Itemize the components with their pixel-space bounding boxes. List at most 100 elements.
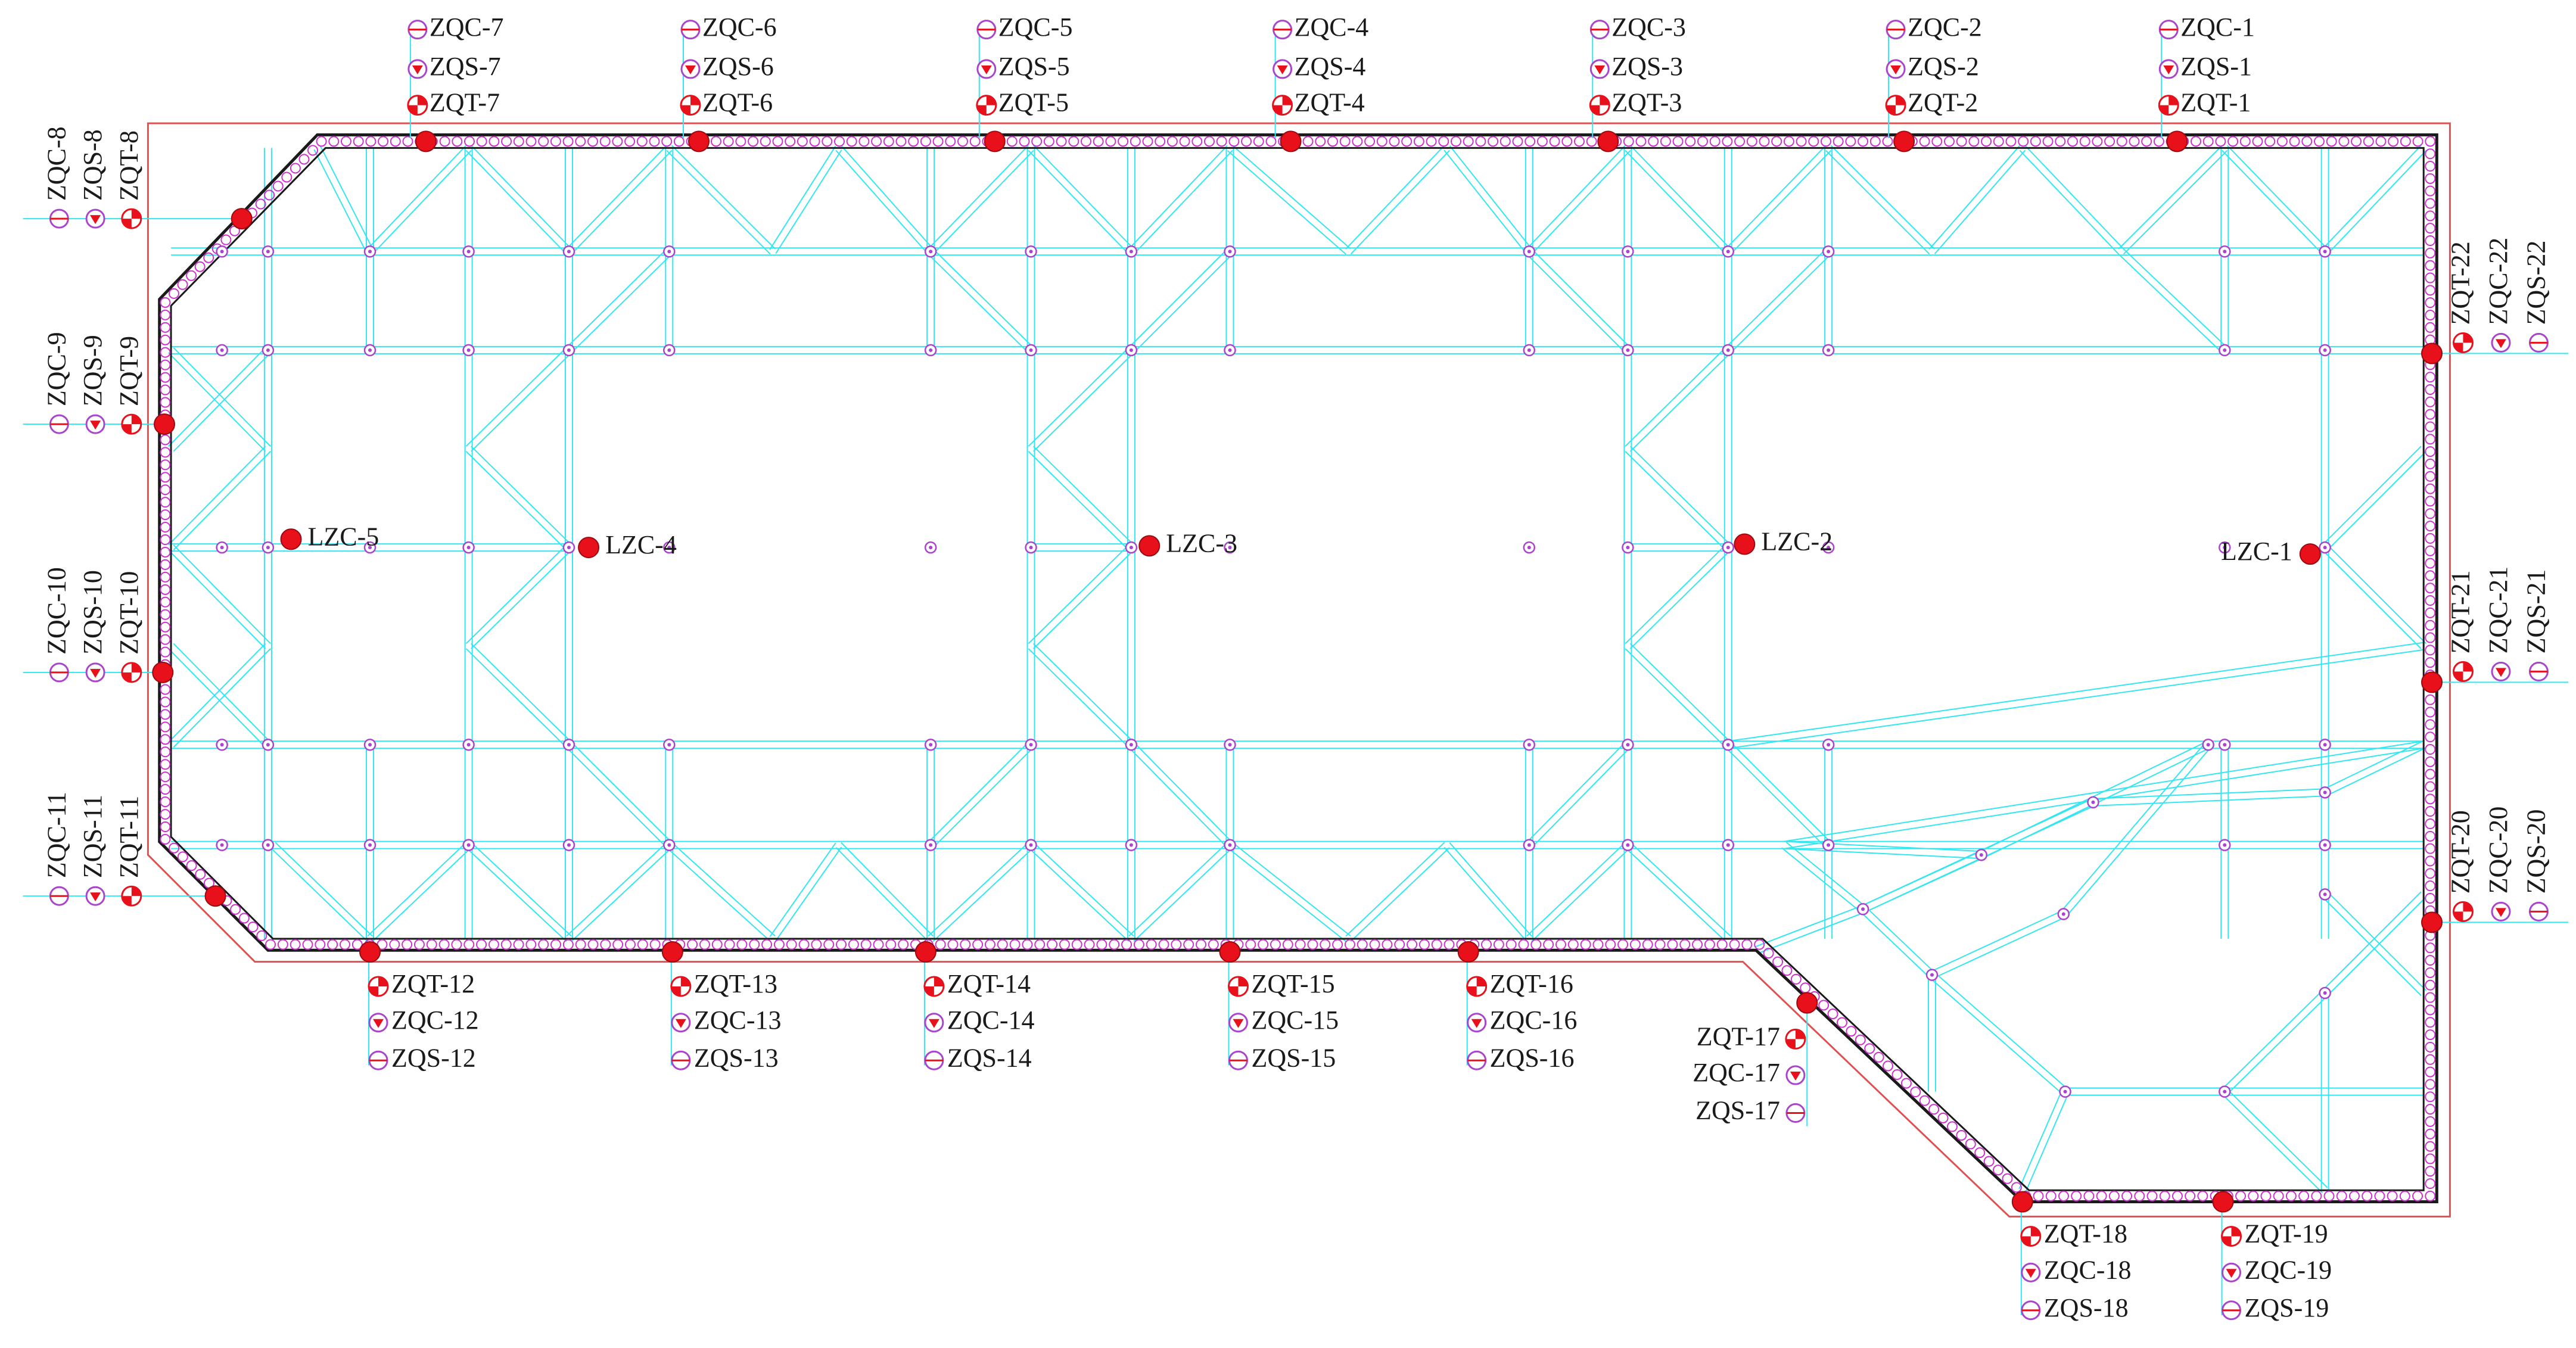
wall-pile [2273,1190,2284,1201]
wall-pile [1034,939,1046,950]
strut-node-center [1129,348,1133,352]
wall-pile [773,939,785,950]
strut-node-center [929,250,933,254]
wall-pile [525,939,537,950]
wall-pile [2425,210,2436,222]
corner-strut [1133,742,1233,843]
wall-pile [1605,939,1616,950]
zqt-symbol-q3 [976,105,987,115]
truss-strut [2327,891,2427,991]
wall-pile [2425,508,2436,519]
wall-pile [2425,173,2436,184]
label-zqt-16: ZQT-16 [1490,969,1573,998]
strut-node-center [567,250,571,254]
wall-pile [1118,136,1129,147]
zqt-symbol-q1 [1476,977,1486,986]
wall-pile [2425,1190,2436,1201]
zqc-marker [1785,1103,1806,1123]
wall-pile [2425,235,2436,246]
truss-strut [1781,847,1861,913]
wall-pile [1245,939,1256,950]
wall-pile [1382,939,1393,950]
label-zqt-20: ZQT-20 [2446,810,2475,894]
wall-pile [1344,939,1355,950]
label-zqc-1: ZQC-1 [2180,13,2255,42]
truss-strut [1754,905,1862,948]
zqt-symbol-q1 [131,886,141,896]
wall-pile [2374,1190,2385,1201]
wall-pile [2362,1190,2373,1201]
wall-pile [302,939,313,950]
wall-pile [476,136,487,147]
zqs-symbol-arrow [412,65,423,74]
strut-node-center [220,546,224,550]
wall-pile [2033,1190,2044,1201]
label-zqc-19: ZQC-19 [2245,1255,2332,1284]
zqs-symbol-arrow [1594,65,1606,74]
strut-node-center [1228,348,1232,352]
corner-strut [1531,746,1631,848]
wall-pile [649,136,660,147]
diagonal-strut [932,847,1034,942]
zqt-marker [2221,1226,2242,1247]
wall-pile [2045,1190,2057,1201]
wall-pile [1394,939,1405,950]
wall-pile [255,198,266,210]
wall-pile [957,136,968,147]
diagonal-strut [1449,842,1533,937]
wall-pile [327,939,338,950]
wall-pile [972,939,984,950]
wall-pile [1946,1121,1958,1132]
chevron-strut [1033,549,1134,649]
truss-strut [2060,742,2206,913]
wall-pile [1389,136,1400,147]
wall-pile [612,136,623,147]
wall-pile [2252,136,2263,147]
label-zqc-6: ZQC-6 [702,13,777,42]
diagonal-strut [2226,145,2328,250]
zqt-marker [1785,1028,1806,1050]
wall-pile [1352,136,1363,147]
zqt-symbol-q1 [1896,95,1906,105]
diagonal-strut [671,145,776,250]
truss-strut [2226,1088,2328,1188]
zqs-marker [1228,1013,1248,1033]
wall-pile [883,136,894,147]
strut-node-center [1129,546,1133,550]
wall-pile [2425,793,2436,805]
zqt-symbol-q1 [1600,95,1610,105]
wall-pile [2326,136,2337,147]
wall-pile [798,939,810,950]
strut-node-center [1726,843,1730,847]
wall-pile [1692,939,1703,950]
diagonal-strut [928,842,1029,937]
wall-pile [860,939,872,950]
wall-pile [1734,136,1746,147]
chevron-strut [1028,347,1130,447]
zqt-symbol-q3 [2453,911,2463,922]
wall-pile [1983,1156,1995,1167]
wall-pile [256,930,267,941]
corner-strut [173,352,271,452]
diagonal-strut [2222,150,2323,255]
wall-pile [1315,136,1326,147]
wall-pile [290,939,301,950]
wall-pile [1808,136,1819,147]
zqc-marker [680,20,701,40]
wall-pile [2018,136,2029,147]
chevron-strut [465,648,567,748]
strut-node-center [1029,546,1033,550]
wall-pile [169,842,180,854]
truss-strut [1727,642,2423,742]
wall-pile [612,939,624,950]
wall-pile [2153,136,2164,147]
diagonal-strut [471,842,572,937]
wall-pile [2425,619,2436,631]
wall-pile [2425,868,2436,879]
zqt-symbol-q1 [2030,1226,2040,1237]
wall-pile [885,939,897,950]
label-zqc-3: ZQC-3 [1611,13,1686,42]
zqs-marker [2491,901,2511,922]
truss-strut [1784,840,1982,852]
wall-pile [160,709,171,720]
